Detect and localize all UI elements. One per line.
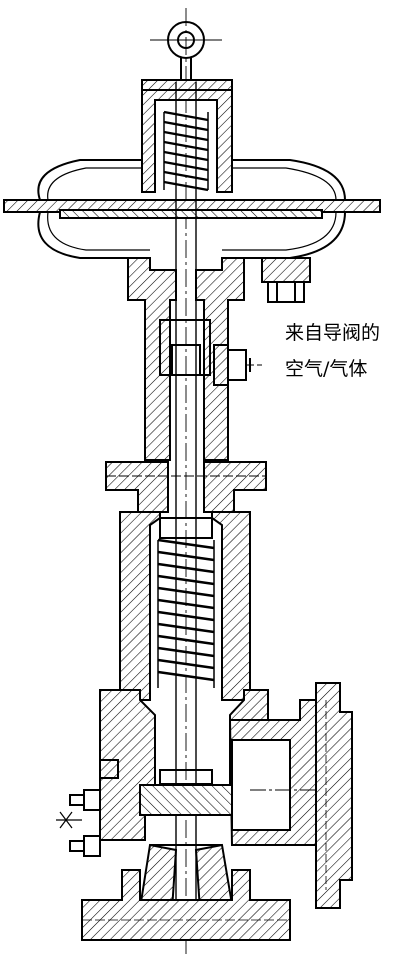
outlet-flange: [315, 682, 353, 909]
main-spring: [157, 538, 215, 688]
inlet-flange: [81, 869, 291, 941]
annotation-line-1: 来自导阀的: [285, 322, 381, 344]
valve-body: [99, 689, 330, 846]
side-port-fitting: [261, 257, 311, 303]
diaphragm-housing: [3, 159, 381, 259]
pilot-connection-fitting: [213, 344, 262, 386]
upper-spring: [163, 110, 209, 192]
left-fasteners: [56, 759, 119, 857]
lower-bonnet: [119, 511, 251, 701]
upper-spring-bonnet: [141, 79, 233, 193]
seat-and-disc: [139, 769, 233, 816]
lifting-eye: [167, 21, 205, 82]
annotation-line-2: 空气/气体: [285, 358, 368, 380]
